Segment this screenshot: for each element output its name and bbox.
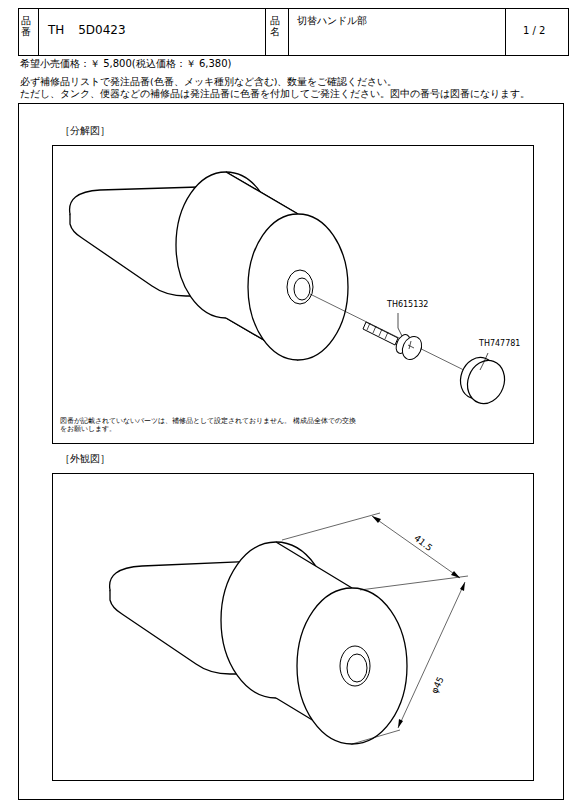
part-name: 切替ハンドル部 xyxy=(297,15,367,27)
exploded-panel xyxy=(53,146,534,444)
handle-body xyxy=(70,172,348,360)
outer-frame xyxy=(19,104,564,800)
dimension-text: 41.5 xyxy=(411,532,435,554)
leader-line xyxy=(480,353,488,370)
field-heading: 品名 xyxy=(270,15,280,37)
field-heading: 品番 xyxy=(21,15,31,37)
panel-heading: ［分解図］ xyxy=(60,126,110,137)
dimension-text: φ45 xyxy=(429,674,447,696)
screw xyxy=(363,322,425,363)
part-code: TH747781 xyxy=(478,339,521,348)
dimension-arrows xyxy=(372,516,465,728)
dimension-lines xyxy=(282,513,468,744)
exterior-panel xyxy=(53,474,534,781)
price-text: 希望小売価格：￥ 5,800(税込価格：￥ 6,380) xyxy=(20,58,231,70)
axis-line xyxy=(310,294,480,378)
leader-line xyxy=(398,313,402,336)
cap xyxy=(455,352,511,408)
page-number: 1 / 2 xyxy=(523,25,545,37)
part-code: TH615132 xyxy=(386,300,429,309)
footnote: 図番が記載されていないパーツは、補修品として設定されておりません。 構成品全体で… xyxy=(60,417,360,433)
panel-heading: ［外観図］ xyxy=(60,454,110,465)
note-text: 必ず補修品リストで発注品番(色番、メッキ種別など含む)、数量をご確認ください。 xyxy=(20,77,397,88)
handle-exterior xyxy=(110,542,407,744)
part-number: TH 5D0423 xyxy=(48,24,126,38)
header-frame xyxy=(19,9,569,56)
note-text: ただし、タンク、便器などの補修品は発注品番に色番を付加してご発注ください。図中の… xyxy=(20,89,530,100)
